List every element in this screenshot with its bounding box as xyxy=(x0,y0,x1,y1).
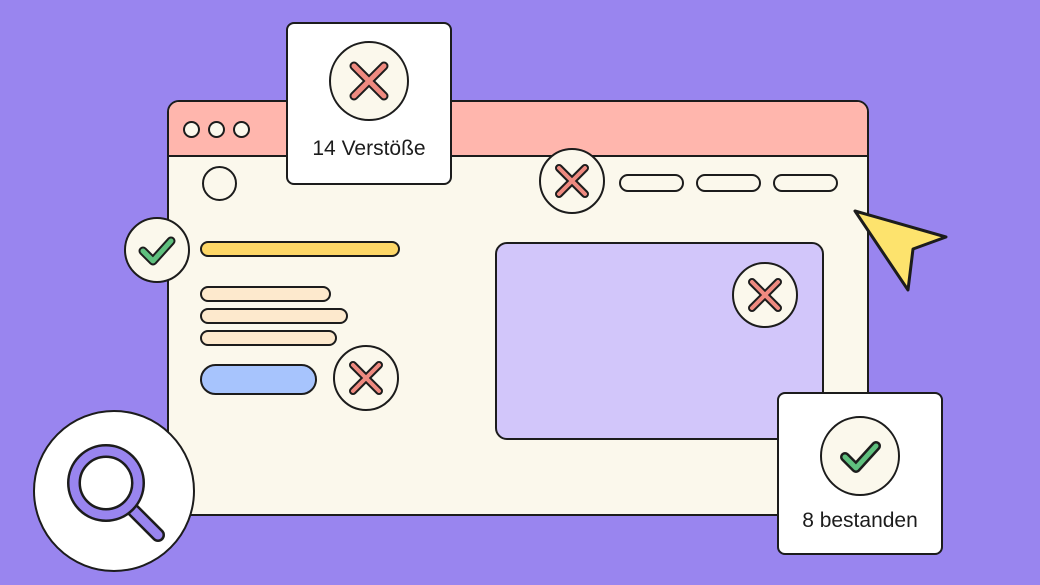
window-dot-1 xyxy=(183,121,200,138)
window-dot-2 xyxy=(208,121,225,138)
violations-count-label: 14 Verstöße xyxy=(312,137,426,160)
nav-item-1 xyxy=(619,174,684,192)
violation-marker-image xyxy=(732,262,798,328)
passed-card: 8 bestanden xyxy=(777,392,943,555)
check-icon xyxy=(138,236,176,266)
check-icon xyxy=(840,441,881,473)
text-line-2 xyxy=(200,308,348,324)
nav-item-3 xyxy=(773,174,838,192)
search-icon xyxy=(67,444,165,542)
x-icon xyxy=(349,61,389,101)
site-logo xyxy=(202,166,237,201)
window-dot-3 xyxy=(233,121,250,138)
magnifier-badge xyxy=(33,410,195,572)
violation-marker-nav xyxy=(539,148,605,214)
violations-card: 14 Verstöße xyxy=(286,22,452,185)
cursor-arrow-icon xyxy=(853,209,948,292)
x-icon xyxy=(748,278,782,312)
button-placeholder xyxy=(200,364,317,395)
text-line-1 xyxy=(200,286,331,302)
nav-item-2 xyxy=(696,174,761,192)
passed-marker-heading xyxy=(124,217,190,283)
text-line-3 xyxy=(200,330,337,346)
violation-marker-button xyxy=(333,345,399,411)
passed-icon-circle xyxy=(820,416,900,496)
x-icon xyxy=(555,164,589,198)
x-icon xyxy=(349,361,383,395)
violations-icon-circle xyxy=(329,41,409,121)
heading-placeholder xyxy=(200,241,400,257)
window-titlebar xyxy=(169,102,867,157)
passed-count-label: 8 bestanden xyxy=(802,509,918,532)
